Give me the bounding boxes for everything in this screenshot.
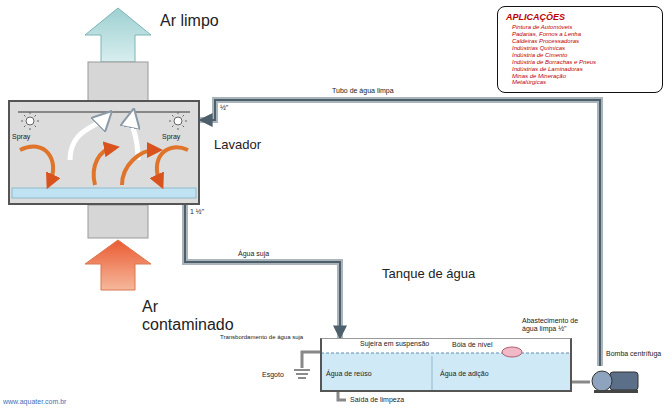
centrifugal-pump: Bomba centrífuga — [590, 366, 640, 394]
list-heading: APLICAÇÕES — [506, 12, 654, 22]
part-label: ½" — [220, 104, 228, 112]
part-label: Ar contaminado — [142, 298, 242, 335]
suction-pipe — [572, 381, 590, 384]
pipe-wall — [200, 100, 600, 366]
spray-nozzle — [169, 112, 187, 130]
clean-air-arrow — [85, 8, 151, 62]
list-item: Pintura de Automóveis — [506, 24, 654, 31]
part-label: Abastecimento de água limpa ½" — [522, 317, 594, 333]
pump-base — [594, 390, 638, 393]
pump-volute — [592, 371, 612, 391]
list-item: Indústrias de Laminadoras — [506, 66, 654, 73]
water-level — [321, 353, 571, 354]
part-label: Saída de limpeza — [350, 396, 404, 404]
pump-motor — [610, 372, 638, 390]
drain — [294, 370, 310, 378]
inlet-duct — [88, 205, 148, 238]
part-label: Esgoto — [262, 371, 284, 379]
part-label: 1 ½" — [190, 208, 204, 216]
dirty-air-arrow — [85, 240, 151, 290]
water-tank: Tanque de água — [320, 338, 572, 392]
part-label: Spray — [162, 133, 180, 141]
applications-box: APLICAÇÕES Pintura de AutomóveisPadarias,… — [497, 6, 663, 93]
list-item: Indústria de Borrachas e Pneus — [506, 59, 654, 66]
water-flow — [20, 147, 53, 182]
tank-divider — [432, 356, 433, 390]
outlet-duct — [88, 62, 148, 102]
watermark: www.aquater.com.br — [3, 398, 66, 406]
washer-box: Lavador — [8, 100, 200, 205]
list-item: Caldeiras Processadoras — [506, 38, 654, 45]
cleaning-outlet — [338, 392, 346, 400]
part-label: Água de reúso — [326, 370, 372, 378]
water-flow — [157, 147, 188, 182]
list-item: Metalúrgicas — [506, 79, 654, 86]
pump-symbol — [590, 366, 640, 394]
node-label: Tanque de água — [382, 267, 475, 282]
spray-nozzle — [21, 112, 39, 130]
water-flow — [122, 150, 155, 185]
list-item: Indústrias Químicas — [506, 45, 654, 52]
pipe-connector — [200, 100, 600, 366]
level-float — [502, 347, 522, 357]
water-flow — [94, 148, 112, 185]
part-label: Água de adição — [440, 370, 489, 378]
overflow-pipe — [302, 352, 320, 368]
water-tray — [12, 188, 196, 198]
list-item: Padarias, Fornos a Lenha — [506, 31, 654, 38]
node-label: Bomba centrífuga — [606, 350, 661, 358]
pipe-label: Água suja — [236, 250, 271, 258]
air-flow — [132, 118, 138, 160]
list-item: Minas de Mineração — [506, 73, 654, 80]
list-item: Indústria de Cimento — [506, 52, 654, 59]
pipe-flow — [200, 100, 600, 366]
spray-pipe — [18, 111, 190, 113]
tank-water — [321, 353, 571, 391]
pipe-label: Tubo de água limpa — [330, 87, 396, 95]
node-label: Lavador — [214, 138, 261, 153]
washer-body — [8, 100, 200, 205]
part-label: Transbordamento de água suja — [220, 334, 303, 341]
part-label: Bóia de nível — [452, 341, 492, 349]
part-label: Spray — [12, 133, 30, 141]
part-label: Sujeira em suspensão — [360, 340, 429, 348]
part-label: Ar limpo — [160, 12, 219, 30]
